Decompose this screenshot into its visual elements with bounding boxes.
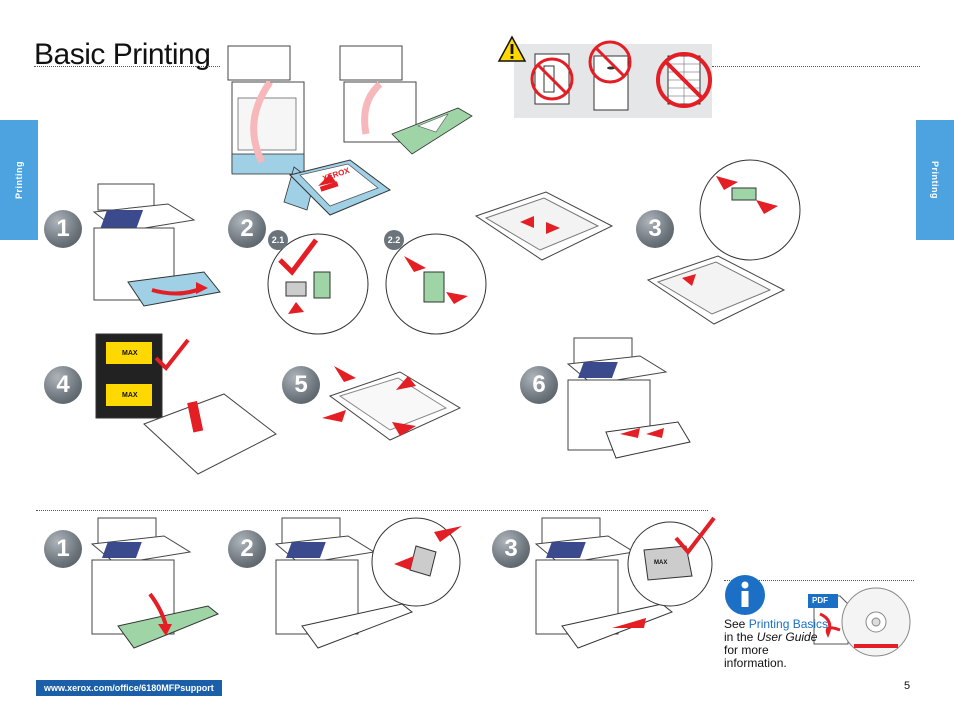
tray-loading-illustration [143, 393, 277, 475]
support-url[interactable]: www.xerox.com/office/6180MFPsupport [36, 680, 222, 696]
guide-adjust-callout-2-2 [385, 233, 487, 335]
tray-guides-illustration-2 [646, 255, 786, 325]
tray-guides-illustration-1 [474, 191, 614, 261]
side-tab-right-label: Printing [930, 161, 940, 199]
info-rest: for more information. [724, 643, 787, 670]
info-divider [724, 580, 914, 581]
manual-max-callout [627, 516, 716, 607]
side-tab-left: Printing [0, 120, 38, 240]
guide-lock-callout [699, 159, 801, 261]
printer-open-tray-illustration [92, 183, 221, 307]
user-guide-text: User Guide [756, 630, 818, 644]
warning-icon [497, 35, 527, 62]
page-number: 5 [904, 680, 911, 692]
manual-step-3-badge: 3 [492, 530, 530, 568]
no-window-envelope-icon [588, 40, 632, 111]
info-icon [725, 575, 765, 615]
tray-step-6-badge: 6 [520, 366, 558, 404]
tray-step-5-badge: 5 [282, 366, 320, 404]
printer-insert-tray-illustration [566, 337, 691, 459]
printer-manual-load-illustration [534, 517, 673, 649]
max-label-3: MAX [654, 560, 668, 566]
no-label-sheet-icon [656, 52, 712, 108]
printer-manual-guides-illustration [274, 517, 413, 649]
printer-paper-path-illustration-2 [339, 45, 473, 155]
tray-step-4-badge: 4 [44, 366, 82, 404]
paper-tray-blue-illustration [289, 159, 391, 216]
page-title: Basic Printing [34, 38, 211, 71]
info-text: See Printing Basics in the User Guide fo… [724, 618, 834, 670]
tray-step-3-badge: 3 [636, 210, 674, 248]
max-fill-callout [95, 333, 190, 419]
substep-2-2-badge: 2.2 [384, 230, 404, 250]
max-label-2: MAX [122, 392, 138, 399]
max-label-1: MAX [122, 350, 138, 357]
pdf-label: PDF [812, 596, 828, 605]
guide-adjust-callout-2-1 [267, 233, 369, 335]
info-in-the: in the [724, 630, 757, 644]
info-see: See [724, 617, 749, 631]
side-tab-right: Printing [916, 120, 954, 240]
pdf-icon [808, 594, 849, 645]
substep-2-1-badge: 2.1 [268, 230, 288, 250]
printer-open-manual-tray-illustration [90, 517, 219, 649]
no-thin-envelope-icon [530, 53, 574, 105]
tray-step-2-badge: 2 [228, 210, 266, 248]
tray-step-1-badge: 1 [44, 210, 82, 248]
title-rule-left [34, 66, 220, 67]
title-rule-right [712, 66, 920, 67]
printing-basics-link[interactable]: Printing Basics [748, 617, 829, 631]
manual-step-1-badge: 1 [44, 530, 82, 568]
tray-paper-load-illustration [322, 366, 462, 441]
manual-guide-callout [371, 517, 462, 607]
manual-step-2-badge: 2 [228, 530, 266, 568]
section-divider [36, 510, 708, 511]
printer-paper-path-illustration-1 [227, 45, 315, 211]
side-tab-left-label: Printing [14, 161, 24, 199]
cd-icon [841, 587, 911, 657]
